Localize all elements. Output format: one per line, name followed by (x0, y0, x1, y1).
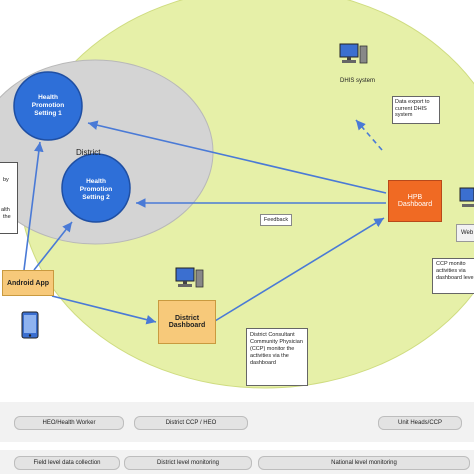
arrow-hpb-to-setting1 (87, 120, 387, 194)
arrow-hpb-to-dhis (355, 119, 383, 151)
ccp-right-note: CCP monito activities via dashboard leve… (432, 258, 474, 294)
hpb-dashboard-label: HPB Dashboard (397, 194, 433, 208)
arrow-android-to-setting1 (23, 141, 44, 271)
computer-icon (459, 187, 474, 207)
ccp-district-text: District Consultant Community Physician … (250, 332, 303, 366)
data-export-text: Data export to current DHIS system (395, 99, 430, 118)
level-national: National level monitoring (258, 456, 470, 470)
hpb-dashboard-box: HPB Dashboard (388, 180, 442, 222)
web-box: Web (456, 224, 474, 242)
role-heo: HEO/Health Worker (14, 416, 124, 430)
left-note-3: the (3, 214, 11, 220)
level-field: Field level data collection (14, 456, 120, 470)
role-unit-heads: Unit Heads/CCP (378, 416, 462, 430)
ccp-right-text: CCP monito activities via dashboard leve… (436, 261, 474, 281)
district-dashboard-label: District Dashboard (168, 315, 206, 329)
feedback-label-box: Feedback (260, 214, 292, 226)
arrow-district-to-hpb (209, 217, 385, 325)
district-label: District (76, 148, 101, 157)
setting2-circle (61, 153, 131, 223)
left-note-1: by (3, 177, 9, 183)
android-app-box: Android App (2, 270, 54, 296)
android-app-label: Android App (6, 279, 50, 287)
level-district: District level monitoring (124, 456, 252, 470)
setting1-circle (13, 71, 83, 141)
web-label: Web (461, 230, 474, 236)
setting1-label: Health Promotion Setting 1 (31, 94, 65, 117)
setting2-label: Health Promotion Setting 2 (79, 178, 113, 201)
arrow-android-to-setting2 (33, 221, 73, 271)
arrow-android-to-district (51, 295, 157, 325)
district-dashboard-box: District Dashboard (158, 300, 216, 344)
feedback-label: Feedback (263, 217, 289, 223)
role-district-ccp-heo: District CCP / HEO (134, 416, 248, 430)
phone-icon (21, 311, 39, 339)
left-note-2: alth (1, 207, 10, 213)
data-export-note: Data export to current DHIS system (392, 96, 440, 124)
computer-icon (339, 43, 368, 64)
left-note-box: by alth the (0, 162, 18, 234)
computer-icon (175, 267, 204, 288)
ccp-district-note: District Consultant Community Physician … (246, 328, 308, 386)
dhis-label: DHIS system (340, 78, 376, 84)
